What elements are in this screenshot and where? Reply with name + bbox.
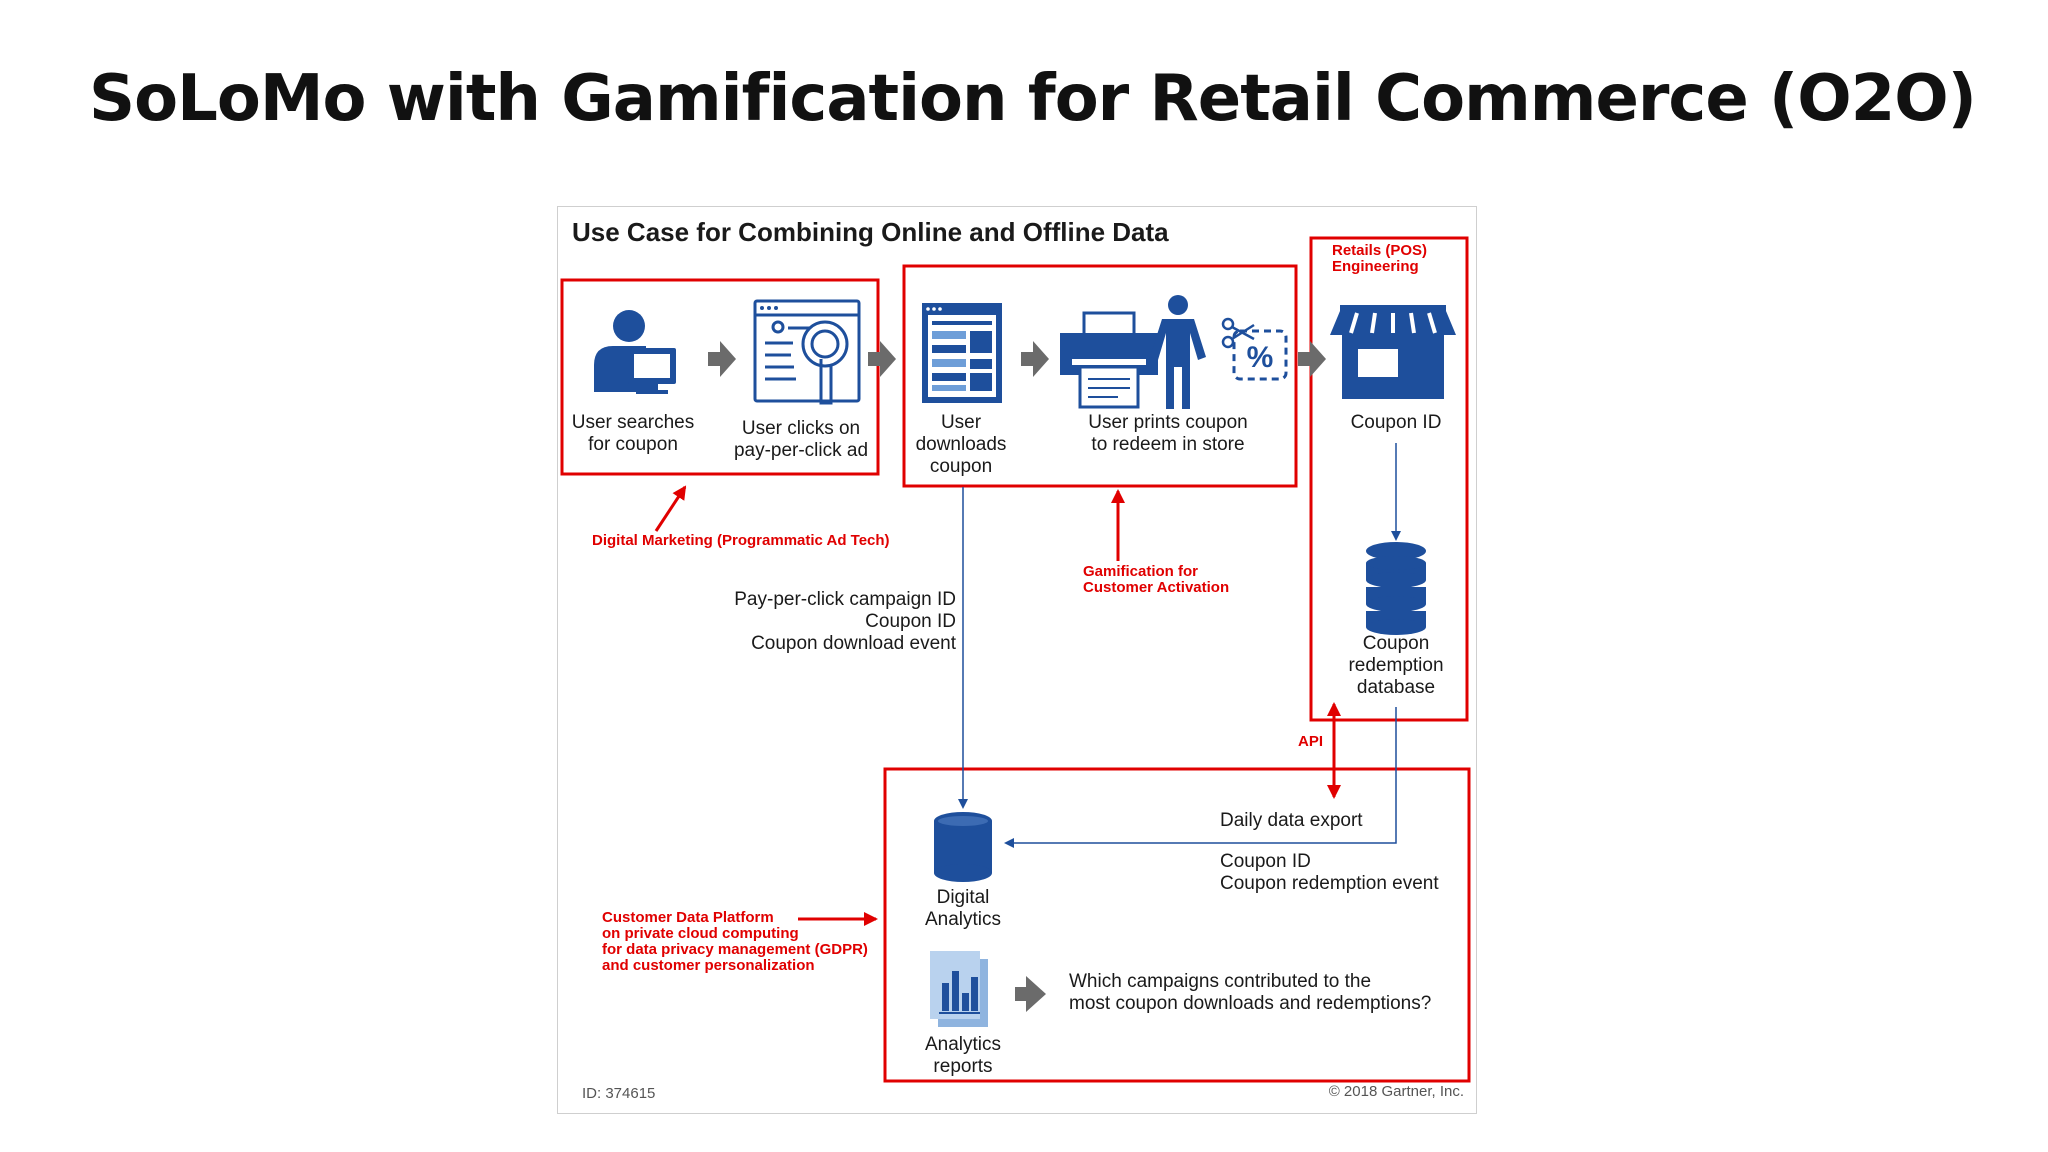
step-download-line3: coupon [929,456,993,477]
gamification-box [902,264,1298,488]
retail-pos-label-line1: Retails (POS) [1332,242,1428,259]
figure-id: ID: 374615 [582,1085,656,1102]
export-field-2: Coupon redemption event [1220,873,1439,894]
db-label-line1: Coupon [1362,633,1430,654]
flow-arrow [708,341,736,377]
analytics-cylinder-icon [934,812,992,882]
online-data-line2: Coupon ID [865,611,956,632]
gamification-label-line2: Customer Activation [1083,579,1230,596]
ad-browser-dots [760,306,778,310]
ad-magnifier-icon [753,299,861,405]
analytics-label-line1: Digital [936,887,990,908]
online-data-line1: Pay-per-click campaign ID [734,589,956,610]
step-print-line2: to redeem in store [1091,434,1245,455]
printer-icon [1060,311,1158,409]
user-computer-icon [594,310,676,394]
api-label: API [1298,733,1324,750]
flow-arrow [1015,976,1046,1012]
scissors-coupon-icon: % [1221,317,1288,381]
step-download-line1: User [940,412,982,433]
customer-data-platform-box [883,767,1471,1083]
figure-title: Use Case for Combining Online and Offlin… [572,217,1169,247]
cdp-label-line2: on private cloud computing [602,925,799,942]
step-search-line2: for coupon [588,434,678,455]
cdp-label-line4: and customer personalization [602,957,815,974]
step-coupon-id: Coupon ID [1350,412,1442,433]
digital-marketing-pointer [654,485,687,532]
coupon-document-icon [922,303,1002,403]
cdp-label-line3: for data privacy management (GDPR) [602,941,868,958]
daily-export-label: Daily data export [1220,810,1363,831]
cdp-label-line1: Customer Data Platform [602,909,774,926]
slide-title: SoLoMo with Gamification for Retail Comm… [89,62,1977,136]
svg-text:%: % [1247,341,1274,374]
flow-arrow [1021,341,1049,377]
person-icon [1150,295,1206,409]
step-click-line1: User clicks on [741,418,861,439]
db-label-line3: database [1356,677,1436,698]
use-case-diagram: % [557,206,1477,1114]
gamification-label-line1: Gamification for [1083,563,1199,580]
digital-marketing-box [560,278,880,476]
online-data-line3: Coupon download event [751,633,956,654]
flow-arrow [1298,341,1326,377]
analytics-label-line2: Analytics [924,909,1002,930]
db-label-line2: redemption [1348,655,1444,676]
flow-arrow [868,341,896,377]
question-line1: Which campaigns contributed to the [1069,971,1372,992]
export-field-1: Coupon ID [1220,851,1311,872]
report-chart-icon [930,951,988,1027]
question-line2: most coupon downloads and redemptions? [1069,993,1432,1014]
store-icon [1330,305,1456,399]
figure-copyright: © 2018 Gartner, Inc. [1328,1083,1464,1100]
database-icon [1366,542,1426,635]
retail-pos-box [1309,236,1469,722]
digital-marketing-label: Digital Marketing (Programmatic Ad Tech) [592,532,890,549]
retail-pos-label-line2: Engineering [1332,258,1419,275]
reports-label-line1: Analytics [924,1034,1002,1055]
step-print-line1: User prints coupon [1088,412,1248,433]
diagram-graphics: % [560,236,1471,1083]
step-download-line2: downloads [915,434,1007,455]
reports-label-line2: reports [933,1056,993,1077]
step-search-line1: User searches [571,412,695,433]
step-click-line2: pay-per-click ad [733,440,869,461]
daily-export-line [1004,707,1397,848]
